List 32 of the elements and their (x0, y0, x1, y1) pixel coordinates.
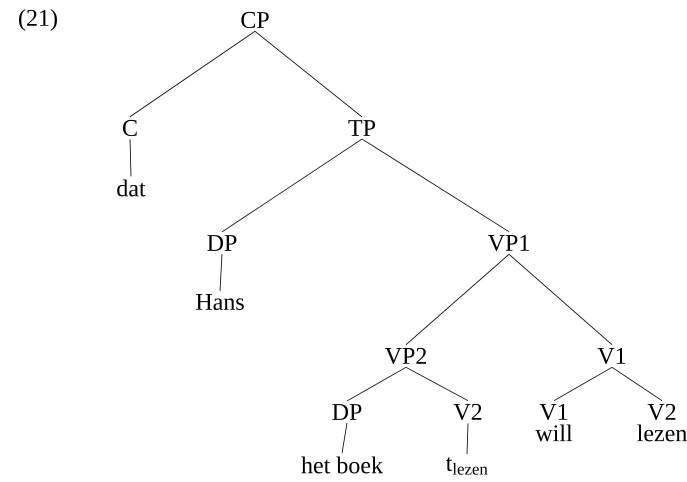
tree-branch (346, 366, 406, 402)
tree-branch (612, 366, 662, 402)
tree-label: CP (241, 12, 269, 28)
tree-label: t$_{lezen}$ (446, 457, 488, 475)
tree-branch (508, 254, 612, 346)
tree-label: V1 (598, 348, 626, 364)
tree-label: dat (117, 180, 146, 196)
tree-label: C (123, 120, 137, 136)
tree-label: Hans (196, 294, 244, 310)
tree-label: V2 (648, 404, 676, 420)
example-number: (21) (19, 9, 57, 31)
tree-branch (220, 254, 222, 292)
tree-branch (362, 138, 510, 232)
tree-branch (254, 30, 362, 118)
tree-branch (342, 422, 348, 454)
tree-label: DP (207, 235, 236, 251)
tree-branch (222, 138, 362, 232)
tree-label: het boek (301, 456, 383, 474)
tree-branch (130, 30, 256, 118)
tree-label: V2 (454, 404, 482, 420)
tree-branch (406, 366, 468, 402)
word-label: will (535, 424, 572, 442)
tree-branch (466, 422, 468, 454)
tree-branch (554, 366, 612, 402)
tree-branch (130, 138, 132, 177)
tree-label: VP2 (384, 348, 426, 364)
tree-label: TP (348, 120, 376, 136)
tree-label: V1 (540, 404, 568, 420)
word-label: lezen (637, 424, 687, 442)
tree-branch (406, 254, 510, 346)
tree-label: DP (332, 404, 362, 420)
tree-label: VP1 (488, 234, 529, 252)
